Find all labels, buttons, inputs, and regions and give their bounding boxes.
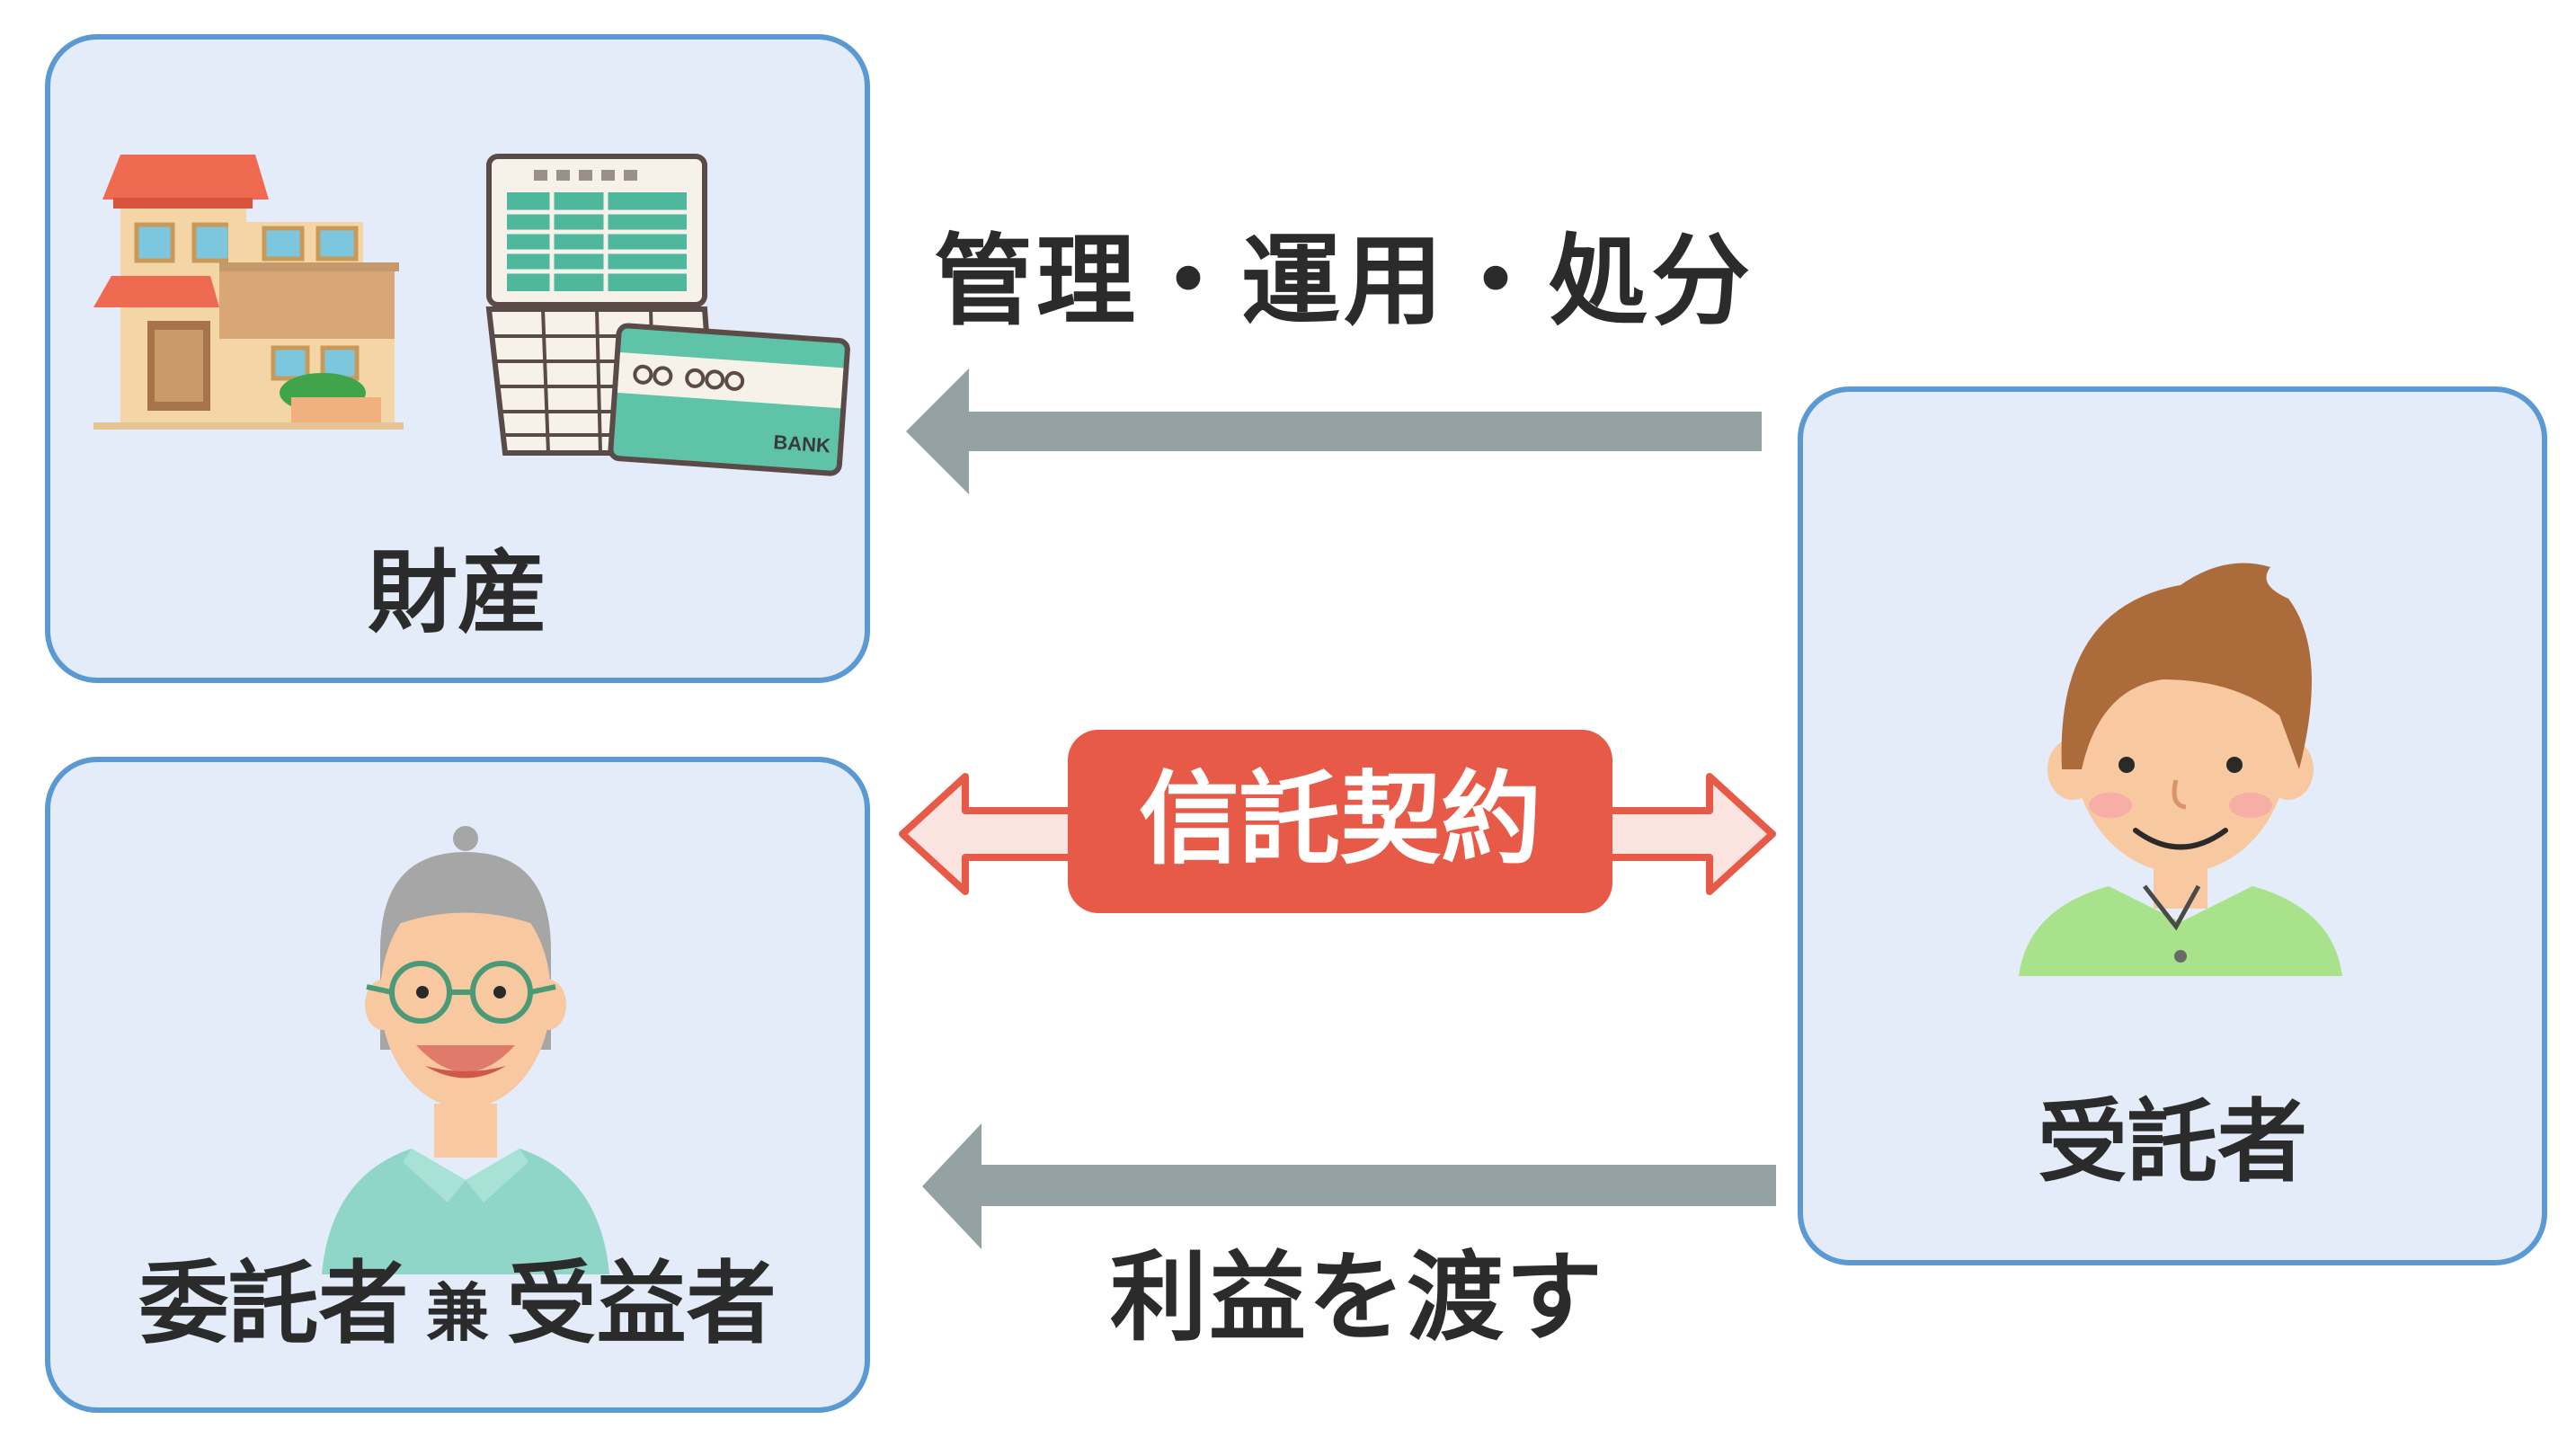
beneficiary-label: 受益者 bbox=[506, 1251, 777, 1356]
trustee-label: 受託者 bbox=[2038, 1089, 2307, 1194]
bankbook-card-icon: BANK bbox=[485, 154, 850, 476]
house-icon bbox=[93, 155, 404, 430]
bank-card-text: BANK bbox=[773, 430, 831, 457]
management-arrow bbox=[906, 368, 1762, 494]
settlor-beneficiary-label: 委託者 兼 受益者 bbox=[50, 1246, 865, 1389]
settlor-label: 委託者 bbox=[138, 1251, 409, 1356]
trust-contract-label: 信託契約 bbox=[1139, 761, 1541, 878]
property-label: 財産 bbox=[368, 540, 547, 645]
young-man-icon bbox=[2019, 563, 2342, 976]
benefit-arrow bbox=[922, 1123, 1776, 1249]
property-box: BANK 財産 bbox=[45, 34, 870, 683]
also-label: 兼 bbox=[426, 1276, 489, 1350]
management-label: 管理・運用・処分 bbox=[934, 224, 1754, 339]
settlor-beneficiary-box: 委託者 兼 受益者 bbox=[45, 757, 870, 1413]
trust-contract-badge: 信託契約 bbox=[1068, 730, 1612, 913]
trustee-box: 受託者 bbox=[1798, 386, 2547, 1265]
elderly-man-icon bbox=[322, 826, 609, 1274]
pass-benefit-label: 利益を渡す bbox=[1109, 1242, 1604, 1354]
